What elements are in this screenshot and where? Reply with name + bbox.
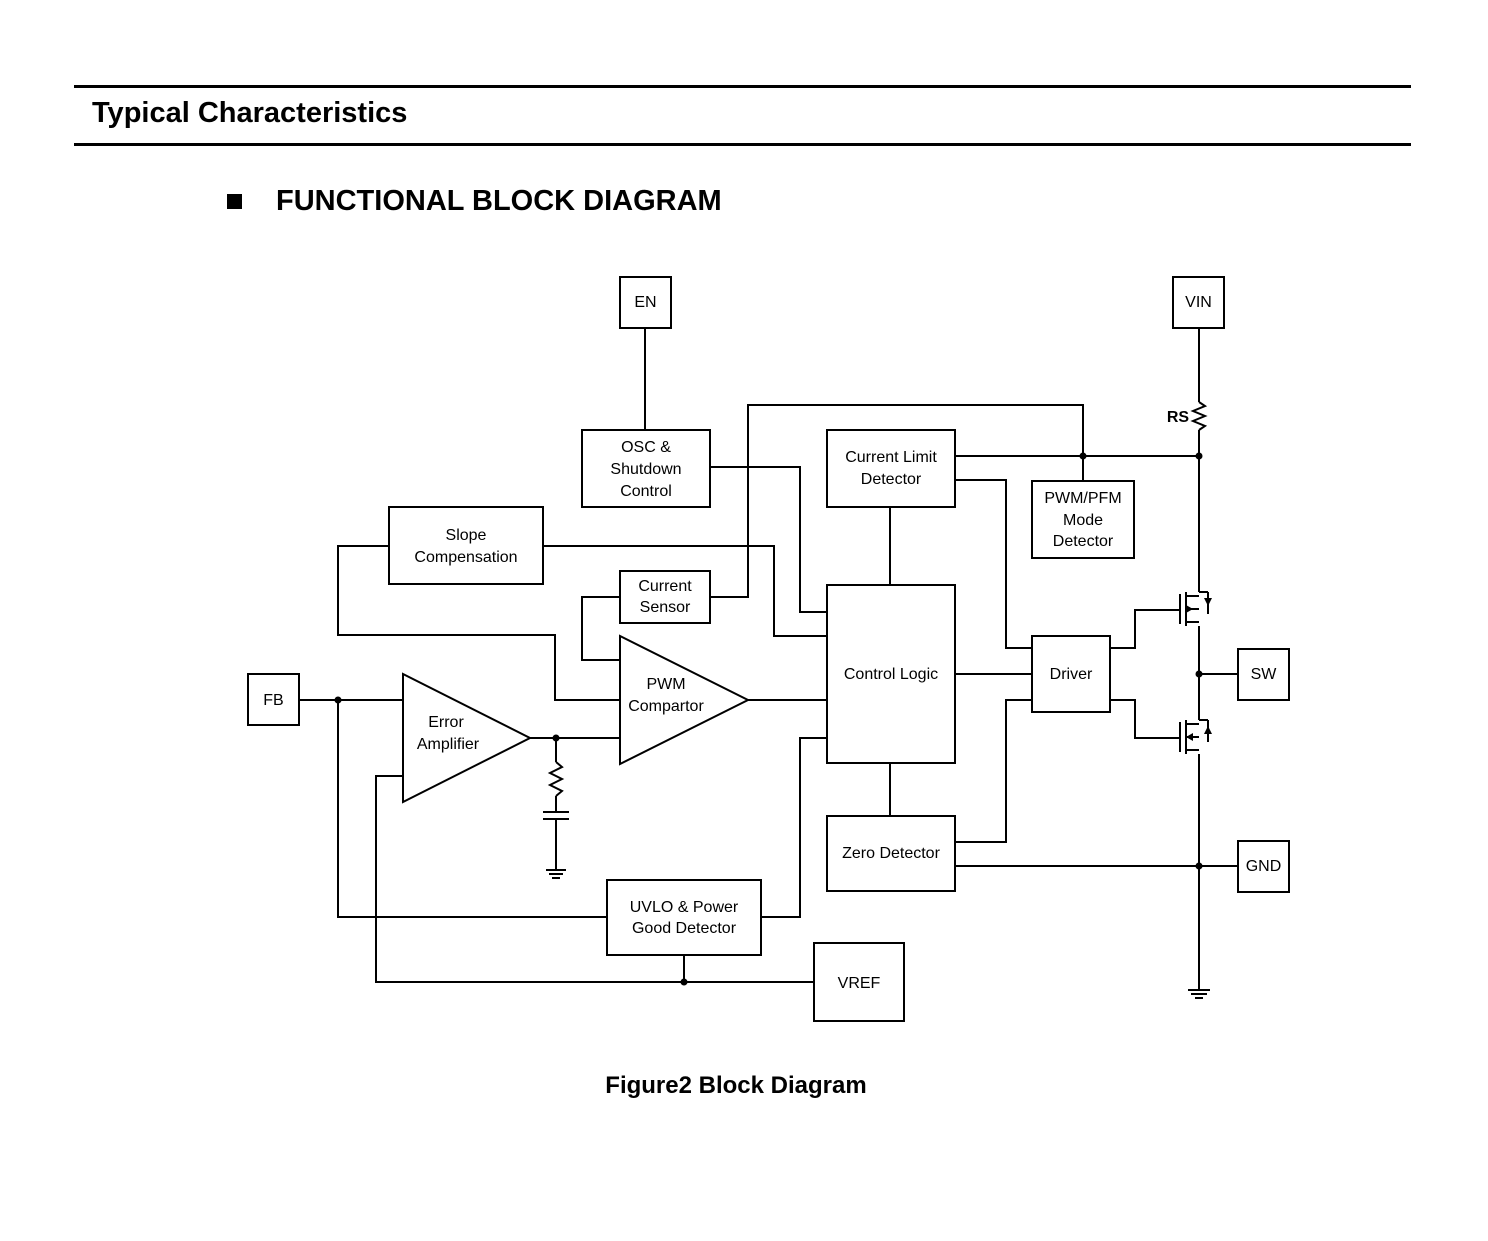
- ilim-line2: Detector: [861, 471, 922, 488]
- diagram-heading: FUNCTIONAL BLOCK DIAGRAM: [227, 185, 722, 218]
- ilim-line1: Current Limit: [845, 449, 937, 466]
- diagram-heading-text: FUNCTIONAL BLOCK DIAGRAM: [276, 185, 722, 217]
- osc-line2: Shutdown: [610, 461, 681, 478]
- pwmcmp-line2: Compartor: [628, 698, 704, 715]
- slope-line2: Compensation: [414, 549, 517, 566]
- uvlo-power-good-block: [606, 879, 762, 956]
- uvlo-line1: UVLO & Power: [630, 899, 739, 916]
- pwmcmp-line1: PWM: [646, 676, 685, 693]
- pwm-pfm-mode-detector-block: [1031, 480, 1135, 559]
- erramp-line1: Error: [428, 714, 464, 731]
- erramp-line2: Amplifier: [417, 736, 480, 753]
- driver-label: Driver: [1050, 666, 1093, 683]
- osc-shutdown-block: [581, 429, 711, 508]
- junction-dots: [334, 452, 1203, 986]
- high-side-mosfet-icon: [1179, 591, 1212, 626]
- pin-en-label: EN: [634, 294, 656, 311]
- control-logic-label: Control Logic: [844, 666, 938, 683]
- low-side-mosfet-icon: [1179, 719, 1212, 754]
- pwmpfm-line2: Mode: [1063, 512, 1103, 529]
- pin-sw-label: SW: [1251, 666, 1278, 683]
- bottom-rule: [74, 143, 1411, 146]
- pin-sw: [1237, 648, 1290, 701]
- pin-vref: [813, 942, 905, 1022]
- pin-vin-label: VIN: [1185, 294, 1212, 311]
- current-sensor-block: [619, 570, 711, 624]
- uvlo-line2: Good Detector: [632, 920, 737, 937]
- figure-caption: Figure2 Block Diagram: [605, 1072, 867, 1099]
- pin-gnd-label: GND: [1246, 858, 1282, 875]
- osc-line3: Control: [620, 483, 672, 500]
- slope-line1: Slope: [446, 527, 487, 544]
- square-bullet-icon: [227, 194, 242, 209]
- pin-fb: [247, 673, 300, 726]
- slope-compensation-block: [388, 506, 544, 585]
- current-limit-detector-block: [826, 429, 956, 508]
- osc-line1: OSC &: [621, 439, 671, 456]
- pwm-comparator-block: [619, 634, 751, 766]
- sensor-line2: Sensor: [640, 599, 691, 616]
- pwmpfm-line3: Detector: [1053, 533, 1114, 550]
- error-amplifier-block: [402, 672, 533, 804]
- section-title: Typical Characteristics: [92, 97, 408, 129]
- rs-label: RS: [1167, 409, 1190, 426]
- driver-block: [1031, 635, 1111, 713]
- sensor-line1: Current: [638, 578, 692, 595]
- zero-detector-block: [826, 815, 956, 892]
- wires: [299, 328, 1238, 999]
- zero-detector-label: Zero Detector: [842, 845, 940, 862]
- pin-fb-label: FB: [263, 692, 283, 709]
- pin-vref-label: VREF: [838, 975, 881, 992]
- control-logic-block: [826, 584, 956, 764]
- pin-en: [619, 276, 672, 329]
- top-rule: [74, 85, 1411, 88]
- pin-gnd: [1237, 840, 1290, 893]
- pin-vin: [1172, 276, 1225, 329]
- pwmpfm-line1: PWM/PFM: [1044, 490, 1121, 507]
